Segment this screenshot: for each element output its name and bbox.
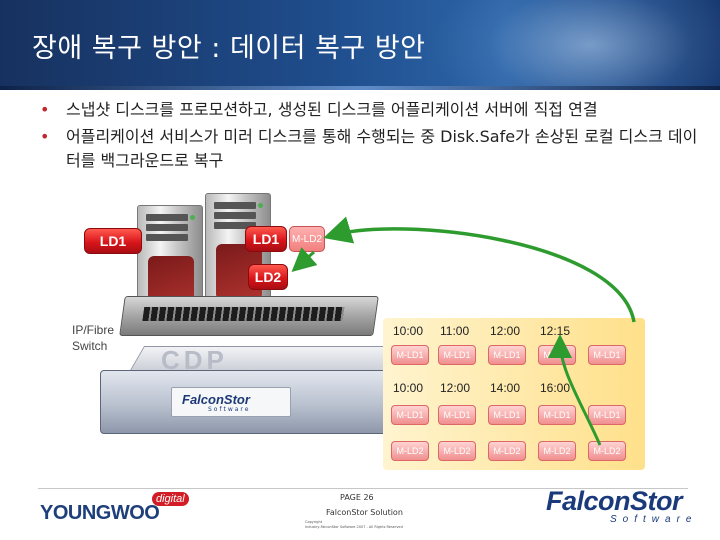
bullet-item: • 어플리케이션 서비스가 미러 디스크를 통해 수행되는 중 Disk.Saf…: [40, 125, 700, 173]
bullet-item: • 스냅샷 디스크를 프로모션하고, 생성된 디스크를 어플리케이션 서버에 직…: [40, 98, 700, 122]
page-number: PAGE 26: [340, 493, 374, 502]
slide-title: 장애 복구 방안 : 데이터 복구 방안: [32, 33, 426, 64]
cdp-label: CDP: [161, 345, 228, 375]
snapshot-disk: M-LD2: [438, 441, 476, 461]
bullet-dot: •: [40, 100, 50, 119]
restore-arrow: [548, 334, 602, 446]
footer-copyright: Copyright Industry-FalconStor Software 2…: [305, 520, 403, 529]
bullet-text: 어플리케이션 서비스가 미러 디스크를 통해 수행되는 중 Disk.Safe가…: [66, 127, 698, 170]
snapshot-disk: M-LD2: [391, 441, 429, 461]
recovered-disk-ld2: LD2: [248, 264, 288, 290]
snapshot-disk: M-LD1: [438, 405, 476, 425]
title-banner: 장애 복구 방안 : 데이터 복구 방안: [0, 0, 720, 90]
snapshot-disk: M-LD2: [538, 441, 576, 461]
time-label: 12:00: [440, 381, 471, 395]
snapshot-disk: M-LD1: [538, 405, 576, 425]
local-disk-ld1-server2: LD1: [245, 226, 287, 252]
time-label: 10:00: [393, 381, 424, 395]
appliance-brand: FalconStor Software: [171, 387, 291, 417]
falconstor-logo: FalconStor Software: [546, 486, 698, 525]
snapshot-disk: M-LD2: [588, 441, 626, 461]
snapshot-disk: M-LD1: [391, 345, 429, 365]
snapshot-disk: M-LD1: [488, 405, 526, 425]
time-label: 16:00: [540, 381, 571, 395]
bullet-list: • 스냅샷 디스크를 프로모션하고, 생성된 디스크를 어플리케이션 서버에 직…: [40, 98, 700, 176]
promote-arrow: [323, 216, 636, 323]
bullet-text: 스냅샷 디스크를 프로모션하고, 생성된 디스크를 어플리케이션 서버에 직접 …: [66, 100, 598, 119]
recover-arrow: [291, 247, 318, 272]
local-disk-ld1: LD1: [84, 228, 142, 254]
footer-solution: FalconStor Solution: [326, 508, 403, 517]
switch-label: IP/Fibre Switch: [72, 323, 115, 353]
time-label: 12:00: [490, 324, 521, 338]
time-label: 11:00: [440, 324, 470, 338]
snapshot-disk: M-LD2: [488, 441, 526, 461]
title-shine: [430, 0, 720, 90]
snapshot-disk: M-LD1: [588, 405, 626, 425]
snapshot-disk: M-LD1: [488, 345, 526, 365]
snapshot-disk: M-LD1: [588, 345, 626, 365]
snapshot-disk: M-LD1: [438, 345, 476, 365]
time-label: 14:00: [490, 381, 521, 395]
bullet-dot: •: [40, 127, 50, 146]
snapshot-disk: M-LD1: [391, 405, 429, 425]
youngwoo-logo: YOUNGWOO digital: [40, 492, 189, 525]
time-label: 10:00: [393, 324, 424, 338]
title-rule: [0, 86, 720, 90]
footer-divider: [38, 488, 688, 489]
cdp-appliance: CDP FalconStor Software: [100, 345, 390, 434]
